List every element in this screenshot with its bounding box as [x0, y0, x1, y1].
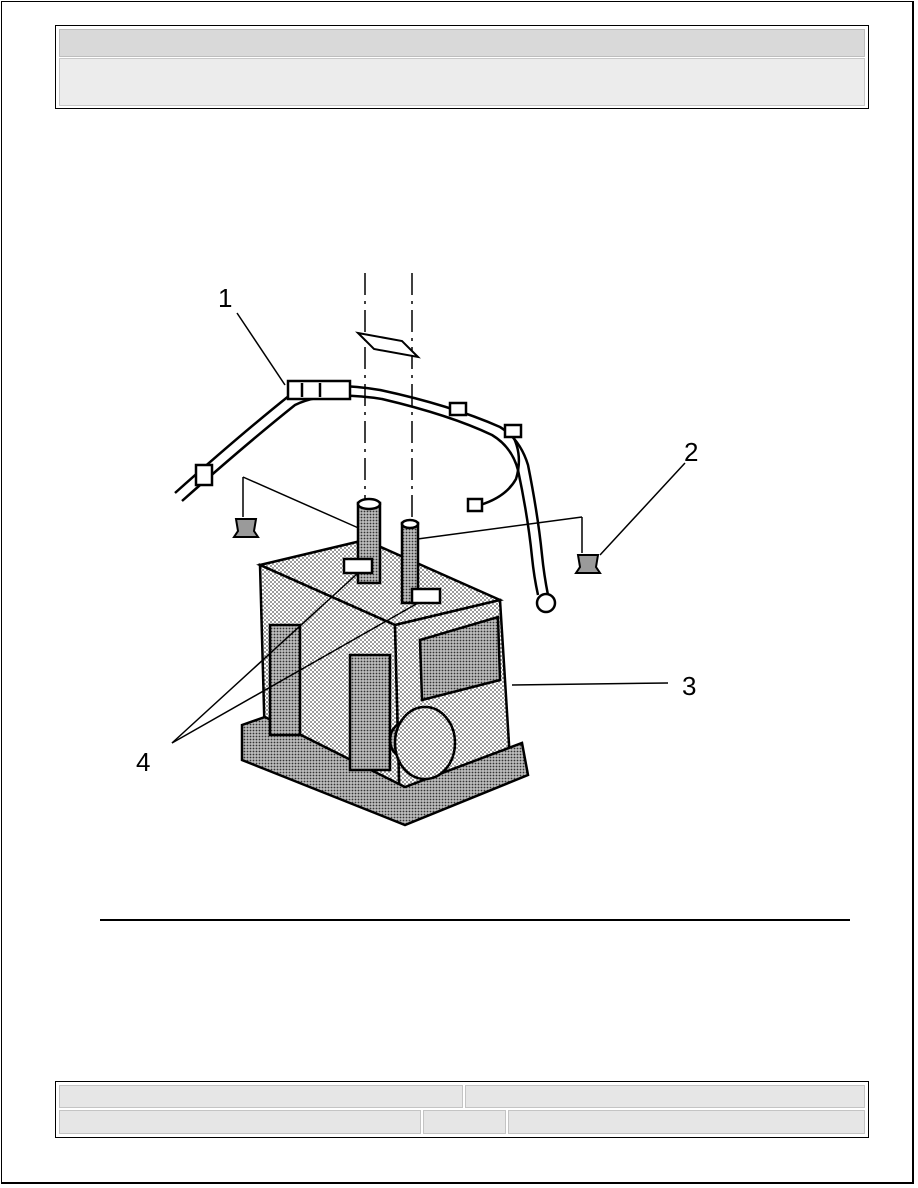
page-footer [55, 1081, 869, 1138]
leader-fastener-a [171, 572, 359, 744]
footer-cell-right-bottom [508, 1110, 865, 1134]
section-divider [100, 919, 850, 921]
footer-cell-middle-bottom [423, 1110, 506, 1134]
header-title-bar [59, 29, 865, 57]
leader-clips [599, 462, 686, 556]
callout-1: 1 [218, 283, 232, 313]
clip-left [232, 518, 260, 538]
leader-clip-left [242, 476, 364, 531]
studs [342, 497, 442, 605]
callout-3: 3 [682, 671, 696, 701]
page-header [55, 25, 869, 109]
clip-right [574, 554, 602, 574]
footer-cell-right-top [465, 1085, 865, 1108]
component-diagram: 1 2 3 4 [136, 273, 698, 827]
leader-clip-right [409, 516, 583, 541]
module-housing [240, 538, 530, 827]
leader-harness [236, 312, 286, 386]
callout-2: 2 [684, 437, 698, 467]
leader-housing [511, 682, 669, 686]
footer-cell-left-top [59, 1085, 463, 1108]
mounting-plate [355, 331, 421, 359]
callout-4: 4 [136, 747, 150, 777]
header-subtitle-bar [59, 58, 865, 106]
component-illustration: 1 2 3 4 [120, 255, 740, 855]
wiring-harness [174, 379, 557, 614]
footer-cell-left-bottom [59, 1110, 421, 1134]
leader-fastener-b [171, 602, 419, 744]
